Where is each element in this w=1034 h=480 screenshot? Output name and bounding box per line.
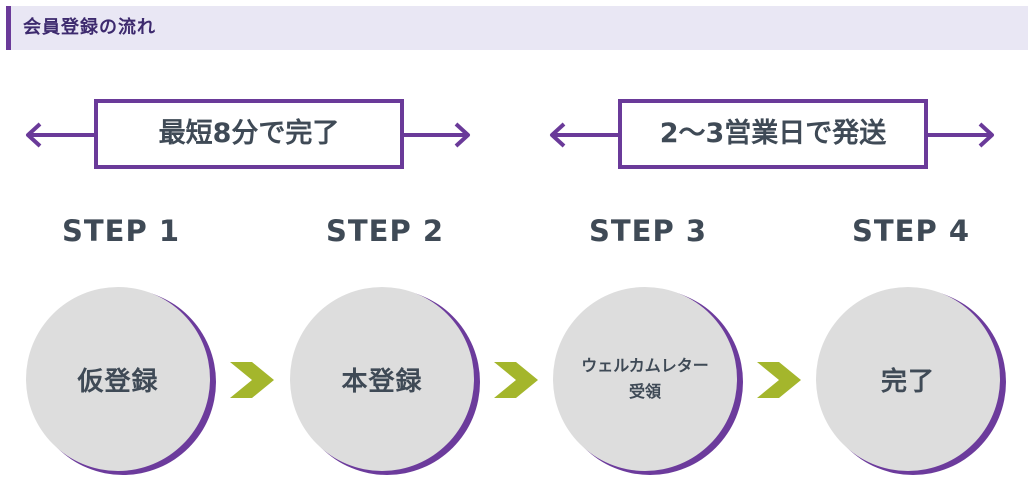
phase-2-label: 2〜3営業日で発送 bbox=[659, 118, 887, 149]
step-2-text: 本登録 bbox=[341, 366, 423, 397]
section-title: 会員登録の流れ bbox=[23, 17, 156, 38]
step-3-circle: ウェルカムレター 受領 bbox=[553, 287, 737, 471]
step-2-circle: 本登録 bbox=[290, 287, 474, 471]
step-4-circle: 完了 bbox=[816, 287, 1000, 471]
step-3-text-line-2: 受領 bbox=[628, 382, 661, 401]
step-1-text: 仮登録 bbox=[77, 366, 159, 397]
step-1-label: STEP 1 bbox=[61, 214, 180, 248]
step-4-label: STEP 4 bbox=[851, 214, 970, 248]
phase-2-arrow bbox=[550, 99, 994, 169]
phase-1-label: 最短8分で完了 bbox=[158, 118, 340, 149]
step-2-label: STEP 2 bbox=[325, 214, 444, 248]
step-3-text: ウェルカムレター 受領 bbox=[581, 353, 709, 405]
chevron-right-icon bbox=[494, 362, 538, 398]
step-3-label: STEP 3 bbox=[588, 214, 707, 248]
chevron-right-icon bbox=[230, 362, 274, 398]
step-1-node: 仮登録 bbox=[26, 287, 216, 477]
step-2-node: 本登録 bbox=[290, 287, 480, 477]
chevron-right-icon bbox=[757, 362, 801, 398]
phase-1-box bbox=[94, 99, 404, 169]
step-3-text-line-1: ウェルカムレター bbox=[581, 356, 709, 375]
phase-2-box bbox=[618, 99, 928, 169]
section-header: 会員登録の流れ bbox=[6, 6, 1028, 50]
step-4-text: 完了 bbox=[880, 366, 935, 397]
step-4-node: 完了 bbox=[816, 287, 1006, 477]
phase-1-arrow bbox=[26, 99, 470, 169]
step-3-node: ウェルカムレター 受領 bbox=[553, 287, 743, 477]
step-1-circle: 仮登録 bbox=[26, 287, 210, 471]
